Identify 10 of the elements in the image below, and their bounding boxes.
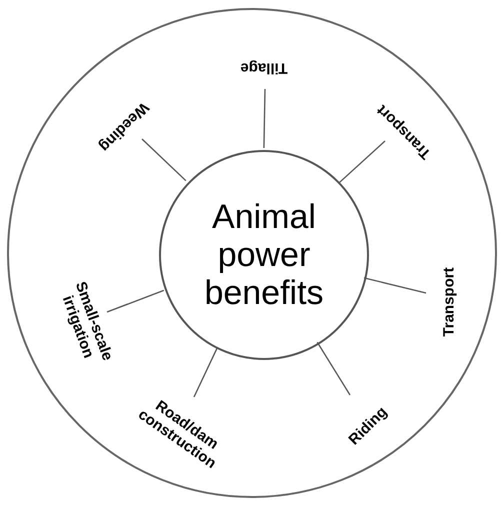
connector-line — [193, 348, 218, 398]
benefit-label: Tillage — [219, 60, 309, 76]
connector-line — [142, 138, 186, 182]
connector-line — [106, 290, 164, 313]
connector-line — [364, 277, 426, 294]
connector-line — [339, 140, 386, 183]
connector-line — [316, 342, 351, 396]
benefit-label: Transport — [440, 252, 458, 352]
connector-line — [263, 88, 266, 148]
outer-ring — [7, 8, 497, 498]
